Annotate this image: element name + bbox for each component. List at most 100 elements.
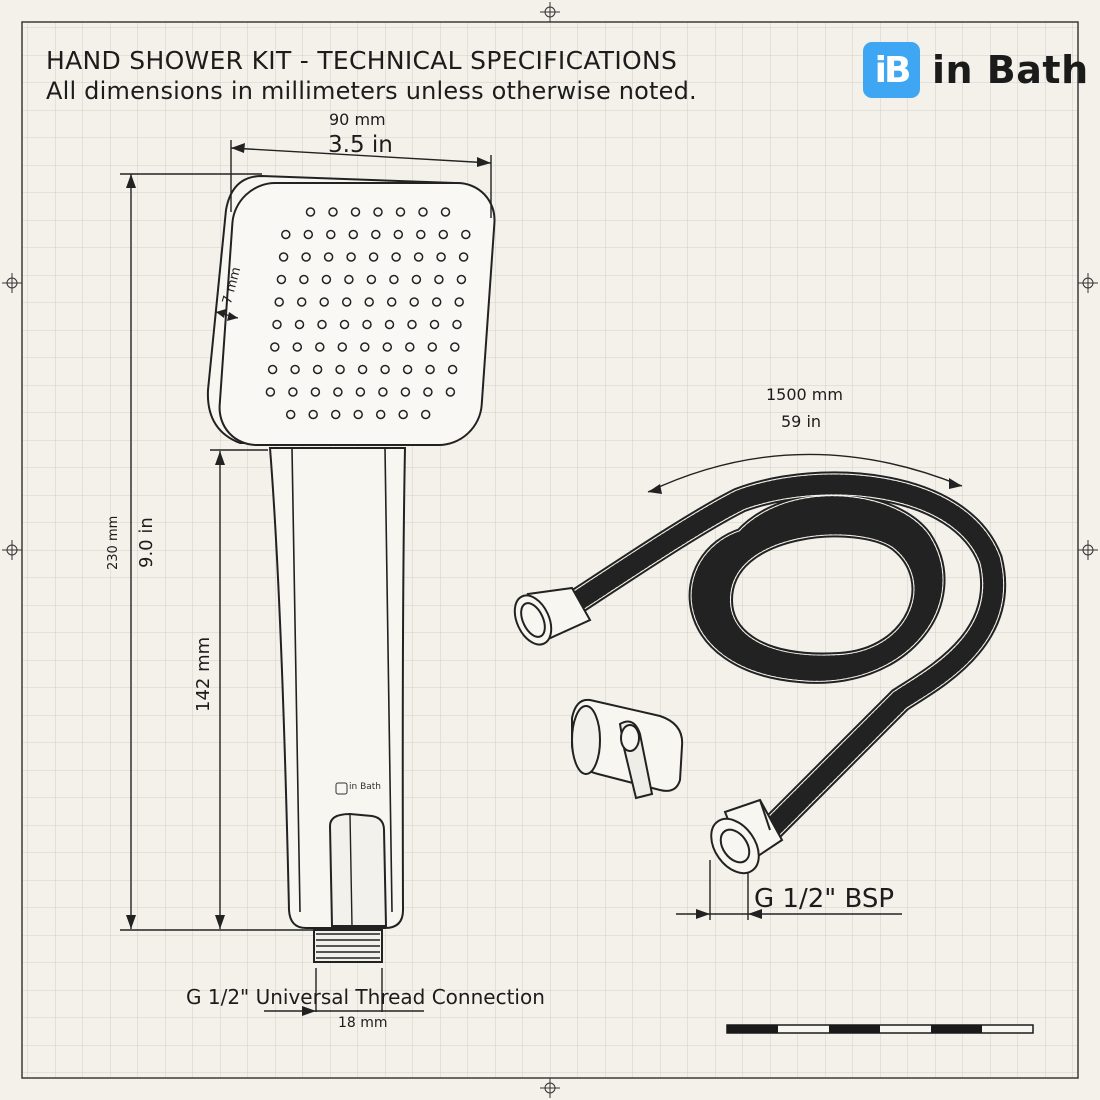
nozzle xyxy=(321,274,332,285)
nozzle xyxy=(423,387,433,397)
nozzle xyxy=(337,342,348,352)
nozzle xyxy=(458,252,469,262)
nozzle xyxy=(274,297,284,307)
head-width-mm-label: 90 mm xyxy=(329,110,386,129)
nozzle xyxy=(344,274,354,285)
nozzle xyxy=(303,229,314,240)
nozzle xyxy=(425,364,435,375)
nozzle xyxy=(450,342,460,352)
nozzle xyxy=(445,387,456,397)
nozzle xyxy=(270,342,280,352)
handle-length-label: 142 mm xyxy=(193,636,214,712)
thread-width-label: 18 mm xyxy=(338,1015,388,1031)
nozzle xyxy=(386,297,397,307)
dimension-lines xyxy=(120,140,963,1012)
nozzle xyxy=(326,229,336,240)
handle-logo-icon xyxy=(335,782,348,795)
dimension-arrowheads xyxy=(126,143,962,1016)
nozzle xyxy=(312,364,323,375)
nozzle xyxy=(456,274,467,285)
nozzle xyxy=(333,387,343,397)
nozzle xyxy=(431,297,442,307)
nozzle xyxy=(395,207,406,217)
hose-length-in-label: 59 in xyxy=(781,412,822,431)
nozzle xyxy=(389,274,399,285)
page-subtitle: All dimensions in millimeters unless oth… xyxy=(46,77,697,105)
nozzle xyxy=(299,274,309,285)
nozzle xyxy=(317,319,327,330)
nozzle xyxy=(420,409,431,420)
wall-bracket-icon xyxy=(571,698,684,800)
nozzle xyxy=(315,342,325,352)
nozzle xyxy=(328,207,338,217)
nozzle xyxy=(301,252,311,262)
nozzle xyxy=(346,252,356,262)
nozzle xyxy=(357,364,368,375)
nozzle xyxy=(405,342,415,352)
nozzle xyxy=(461,229,471,240)
nozzle xyxy=(454,297,464,307)
nozzle xyxy=(440,207,451,217)
nozzle xyxy=(294,319,305,330)
hose-icon xyxy=(513,471,1007,875)
nozzle xyxy=(438,229,449,240)
nozzle xyxy=(265,387,276,397)
page-title: HAND SHOWER KIT - TECHNICAL SPECIFICATIO… xyxy=(46,46,678,75)
nozzle xyxy=(323,252,334,262)
nozzle xyxy=(452,319,462,330)
nozzle xyxy=(339,319,350,330)
nozzle xyxy=(368,252,379,262)
total-length-in-label: 9.0 in xyxy=(136,517,157,568)
nozzle xyxy=(407,319,417,330)
nozzle xyxy=(362,319,372,330)
nozzle xyxy=(360,342,370,352)
nozzle xyxy=(278,252,289,262)
nozzle xyxy=(413,252,424,262)
nozzle xyxy=(292,342,303,352)
nozzle xyxy=(272,319,282,330)
handle-thread-callout: G 1/2" Universal Thread Connection xyxy=(186,985,545,1009)
head-width-in-label: 3.5 in xyxy=(328,132,393,158)
nozzle xyxy=(319,297,329,307)
brand-wordmark: in Bath xyxy=(932,48,1089,92)
nozzle xyxy=(366,274,377,285)
nozzle xyxy=(288,387,298,397)
nozzle xyxy=(429,319,440,330)
nozzle xyxy=(427,342,438,352)
nozzle xyxy=(393,229,404,240)
nozzle xyxy=(267,364,278,375)
nozzle xyxy=(375,409,386,420)
nozzle xyxy=(398,409,408,420)
nozzle xyxy=(305,207,316,217)
nozzle xyxy=(382,342,393,352)
nozzle xyxy=(285,409,296,420)
handle-brand-label: in Bath xyxy=(349,782,381,792)
nozzle xyxy=(330,409,341,420)
nozzle xyxy=(434,274,444,285)
nozzle xyxy=(364,297,374,307)
nozzle xyxy=(353,409,363,420)
nozzle xyxy=(391,252,401,262)
nozzle xyxy=(411,274,422,285)
nozzle xyxy=(350,207,361,217)
nozzle xyxy=(348,229,359,240)
hose-thread-callout: G 1/2" BSP xyxy=(754,884,895,914)
nozzle xyxy=(290,364,300,375)
nozzle xyxy=(281,229,291,240)
nozzle xyxy=(416,229,426,240)
brand-logo-icon: iB xyxy=(863,42,920,98)
nozzle xyxy=(436,252,446,262)
hose-length-mm-label: 1500 mm xyxy=(766,385,843,404)
total-length-mm-label: 230 mm xyxy=(106,515,121,570)
nozzle xyxy=(371,229,381,240)
nozzle xyxy=(310,387,321,397)
nozzle xyxy=(355,387,366,397)
nozzle xyxy=(409,297,419,307)
shower-head-icon xyxy=(206,174,496,963)
scale-bar-icon xyxy=(726,1024,1034,1034)
nozzle xyxy=(402,364,413,375)
nozzle xyxy=(341,297,352,307)
nozzle xyxy=(384,319,395,330)
nozzle xyxy=(418,207,428,217)
